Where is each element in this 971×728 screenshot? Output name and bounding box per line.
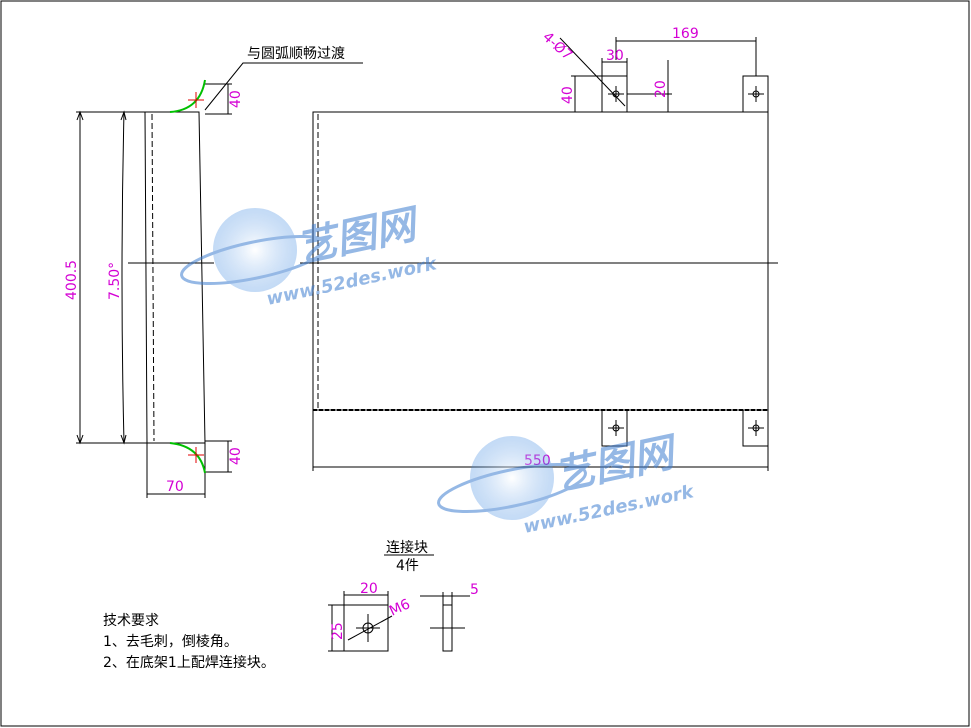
tech-req-item-2: 2、在底架1上配焊连接块。 bbox=[103, 654, 275, 671]
plan-view-outline bbox=[312, 111, 769, 411]
watermark-globe-icon bbox=[213, 208, 297, 292]
tech-req-item-1: 1、去毛刺，倒棱角。 bbox=[103, 634, 238, 650]
dim-20-vert: 20 bbox=[653, 80, 669, 98]
dim-169: 169 bbox=[672, 26, 699, 42]
side-view bbox=[76, 62, 363, 498]
dim-40-right: 40 bbox=[560, 86, 576, 104]
watermark-globe-icon-2 bbox=[470, 436, 554, 520]
dim-phi7-leader bbox=[559, 37, 626, 107]
dim-angle-arrow-top bbox=[120, 110, 127, 121]
dim-400-5-arrow-top bbox=[76, 110, 84, 121]
dim-angle-arc bbox=[121, 111, 125, 444]
dim-angle-arrow-bot bbox=[120, 434, 127, 445]
dim-40-top: 40 bbox=[228, 90, 244, 108]
dim-20-block: 20 bbox=[360, 581, 378, 597]
arc-transition-note: 与圆弧顺畅过渡 bbox=[247, 46, 345, 62]
dim-400-5-arrow-bot bbox=[76, 434, 84, 445]
arc-note-leader bbox=[204, 62, 363, 111]
block-front-view bbox=[343, 604, 389, 652]
tech-req-title: 技术要求 bbox=[103, 613, 159, 629]
block-detail bbox=[328, 554, 470, 652]
dim-angle: 7.50° bbox=[107, 262, 123, 300]
mount-hole-marks bbox=[608, 86, 764, 436]
mount-block-bottom-right bbox=[742, 409, 769, 447]
dim-40-bottom: 40 bbox=[228, 447, 244, 465]
side-view-hidden-edge bbox=[151, 113, 155, 442]
dim-70: 70 bbox=[166, 479, 184, 495]
side-center-marks bbox=[188, 92, 204, 463]
watermark-top: 艺图网 www.52des.work bbox=[180, 201, 439, 310]
block-title: 连接块 bbox=[386, 539, 428, 556]
dim-30: 30 bbox=[606, 48, 624, 64]
dim-4-phi7: 4-Ø7 bbox=[539, 29, 575, 64]
dim-25: 25 bbox=[330, 622, 346, 640]
dim-5: 5 bbox=[470, 582, 479, 598]
mount-block-bottom-left bbox=[601, 409, 628, 447]
block-qty: 4件 bbox=[396, 558, 419, 574]
watermark-bottom: 艺图网 www.52des.work bbox=[437, 429, 696, 538]
m6-leader bbox=[347, 615, 393, 641]
arc-transition-marks bbox=[169, 79, 206, 474]
dim-400-5: 400.5 bbox=[64, 260, 80, 300]
